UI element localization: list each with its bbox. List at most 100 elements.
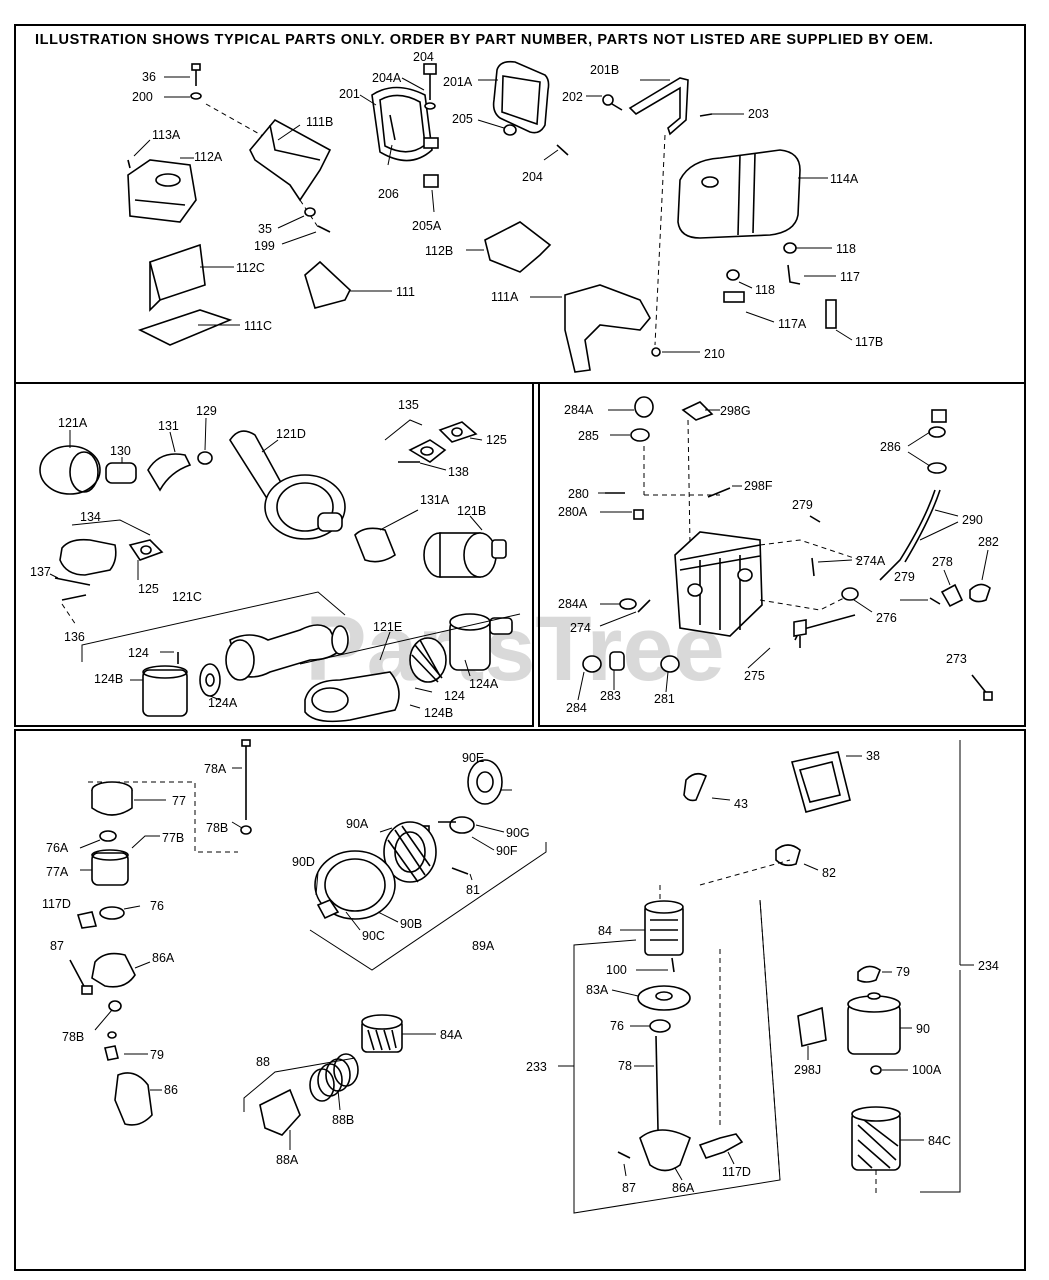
- label-117D-left: 117D: [42, 897, 71, 911]
- header-note: ILLUSTRATION SHOWS TYPICAL PARTS ONLY. O…: [35, 32, 934, 48]
- label-112B: 112B: [425, 244, 453, 258]
- label-112A: 112A: [194, 150, 223, 164]
- label-130: 130: [110, 444, 131, 458]
- label-279-top: 279: [792, 498, 813, 512]
- label-90F: 90F: [496, 844, 518, 858]
- label-282: 282: [978, 535, 999, 549]
- label-125-bottom: 125: [138, 582, 159, 596]
- label-136: 136: [64, 630, 85, 644]
- label-204-top: 204: [413, 50, 434, 64]
- label-137: 137: [30, 565, 51, 579]
- label-78B-top: 78B: [206, 821, 228, 835]
- label-284A-top: 284A: [564, 403, 594, 417]
- label-201A: 201A: [443, 75, 473, 89]
- label-84A: 84A: [440, 1028, 463, 1042]
- panel-fuel-tank: [127, 60, 853, 373]
- label-84C: 84C: [928, 1134, 951, 1148]
- label-131: 131: [158, 419, 179, 433]
- label-100: 100: [606, 963, 627, 977]
- label-88B: 88B: [332, 1113, 354, 1127]
- label-78A: 78A: [204, 762, 227, 776]
- label-36: 36: [142, 70, 156, 84]
- label-206: 206: [378, 187, 399, 201]
- label-35: 35: [258, 222, 272, 236]
- panel-carburetor: [577, 396, 993, 701]
- label-83A: 83A: [586, 983, 609, 997]
- label-298J: 298J: [794, 1063, 821, 1077]
- label-233: 233: [526, 1060, 547, 1074]
- label-281: 281: [654, 692, 675, 706]
- label-284A-bottom: 284A: [558, 597, 588, 611]
- label-286: 286: [880, 440, 901, 454]
- label-77B: 77B: [162, 831, 184, 845]
- callout-labels: 36 200 113A 112A 111B 201 204 204A 201A …: [30, 50, 999, 1195]
- label-90C: 90C: [362, 929, 385, 943]
- label-78B-bottom: 78B: [62, 1030, 84, 1044]
- label-86A-right: 86A: [672, 1181, 695, 1195]
- label-121C: 121C: [172, 590, 202, 604]
- label-111C: 111C: [244, 319, 272, 333]
- label-124A-right: 124A: [469, 677, 499, 691]
- label-90: 90: [916, 1022, 930, 1036]
- label-114A: 114A: [830, 172, 859, 186]
- label-38: 38: [866, 749, 880, 763]
- label-199: 199: [254, 239, 275, 253]
- label-118-top: 118: [836, 242, 856, 256]
- label-90B: 90B: [400, 917, 422, 931]
- label-87-right: 87: [622, 1181, 636, 1195]
- label-81: 81: [466, 883, 480, 897]
- label-138: 138: [448, 465, 469, 479]
- label-279-bottom: 279: [894, 570, 915, 584]
- label-86A-left: 86A: [152, 951, 175, 965]
- label-117B: 117B: [855, 335, 883, 349]
- label-79-right: 79: [896, 965, 910, 979]
- label-201B: 201B: [590, 63, 619, 77]
- label-76A: 76A: [46, 841, 69, 855]
- label-124A-left: 124A: [208, 696, 238, 710]
- label-210: 210: [704, 347, 725, 361]
- label-125-top: 125: [486, 433, 507, 447]
- label-90D: 90D: [292, 855, 315, 869]
- label-274A: 274A: [856, 554, 886, 568]
- label-204A: 204A: [372, 71, 402, 85]
- label-290: 290: [962, 513, 983, 527]
- label-135: 135: [398, 398, 419, 412]
- label-200: 200: [132, 90, 153, 104]
- label-111: 111: [396, 285, 415, 299]
- panel-filters: [69, 739, 974, 1214]
- label-76-left: 76: [150, 899, 164, 913]
- label-84: 84: [598, 924, 612, 938]
- label-124-left: 124: [128, 646, 149, 660]
- label-203: 203: [748, 107, 769, 121]
- label-131A: 131A: [420, 493, 450, 507]
- label-129: 129: [196, 404, 217, 418]
- label-121D: 121D: [276, 427, 306, 441]
- label-117A: 117A: [778, 317, 807, 331]
- label-87-left: 87: [50, 939, 64, 953]
- label-89A: 89A: [472, 939, 495, 953]
- label-121E: 121E: [373, 620, 402, 634]
- label-201: 201: [339, 87, 360, 101]
- label-86: 86: [164, 1083, 178, 1097]
- label-284: 284: [566, 701, 587, 715]
- panel-intake: [39, 417, 521, 723]
- label-278: 278: [932, 555, 953, 569]
- label-121B: 121B: [457, 504, 486, 518]
- label-111B: 111B: [306, 115, 333, 129]
- label-234: 234: [978, 959, 999, 973]
- label-76-right: 76: [610, 1019, 624, 1033]
- label-280: 280: [568, 487, 589, 501]
- label-283: 283: [600, 689, 621, 703]
- label-113A: 113A: [152, 128, 181, 142]
- label-112C: 112C: [236, 261, 265, 275]
- label-124B-left: 124B: [94, 672, 123, 686]
- label-88A: 88A: [276, 1153, 299, 1167]
- label-298F: 298F: [744, 479, 773, 493]
- label-88: 88: [256, 1055, 270, 1069]
- label-205A: 205A: [412, 219, 442, 233]
- label-274: 274: [570, 621, 591, 635]
- label-77: 77: [172, 794, 186, 808]
- label-275: 275: [744, 669, 765, 683]
- panel-borders: [14, 24, 1026, 1271]
